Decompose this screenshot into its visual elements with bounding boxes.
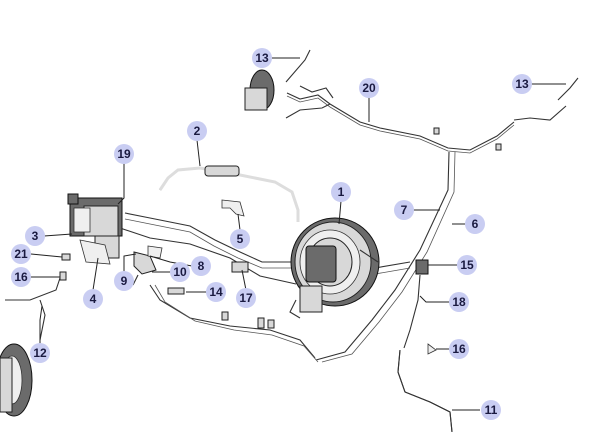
callout-4-label: 4 [90, 292, 97, 306]
callout-5: 5 [230, 229, 250, 249]
callout-5-label: 5 [237, 232, 244, 246]
callout-7: 7 [394, 200, 414, 220]
callout-15-label: 15 [460, 258, 474, 272]
callout-1-label: 1 [338, 185, 345, 199]
callout-20: 20 [359, 78, 379, 98]
callout-11: 11 [481, 400, 501, 420]
callout-6: 6 [465, 214, 485, 234]
callout-12-label: 12 [33, 346, 47, 360]
callout-18-label: 18 [452, 295, 466, 309]
callout-9-label: 9 [121, 274, 128, 288]
callout-13-left-label: 13 [255, 51, 269, 65]
callout-9: 9 [114, 271, 134, 291]
callout-11-label: 11 [485, 403, 498, 417]
callout-21-label: 21 [14, 247, 28, 261]
callout-6-label: 6 [472, 217, 479, 231]
callout-4: 4 [83, 289, 103, 309]
callout-16-left-label: 16 [14, 270, 28, 284]
callout-2: 2 [187, 121, 207, 141]
callout-14-label: 14 [209, 285, 223, 299]
callout-17-label: 17 [239, 291, 253, 305]
callout-8: 8 [191, 256, 211, 276]
callout-18: 18 [449, 292, 469, 312]
callout-20-label: 20 [362, 81, 376, 95]
callout-2-label: 2 [194, 124, 201, 138]
callout-3-label: 3 [32, 229, 39, 243]
callout-16-left: 16 [11, 267, 31, 287]
callout-16-right: 16 [449, 339, 469, 359]
callout-19-label: 19 [117, 147, 131, 161]
parts-artwork [0, 49, 579, 433]
callout-12: 12 [30, 343, 50, 363]
callout-8-label: 8 [198, 259, 205, 273]
callout-14: 14 [206, 282, 226, 302]
callout-16-right-label: 16 [452, 342, 466, 356]
callout-1: 1 [331, 182, 351, 202]
callout-7-label: 7 [401, 203, 408, 217]
callout-13-right: 13 [512, 74, 532, 94]
leader-lines [30, 57, 566, 411]
callout-13-right-label: 13 [515, 77, 529, 91]
callout-10-label: 10 [173, 265, 187, 279]
callout-21: 21 [11, 244, 31, 264]
callouts: 1 2 3 4 5 6 7 8 9 10 11 12 13 13 14 15 1… [11, 48, 532, 420]
callout-19: 19 [114, 144, 134, 164]
callout-15: 15 [457, 255, 477, 275]
callout-10: 10 [170, 262, 190, 282]
callout-13-left: 13 [252, 48, 272, 68]
callout-17: 17 [236, 288, 256, 308]
callout-3: 3 [25, 226, 45, 246]
